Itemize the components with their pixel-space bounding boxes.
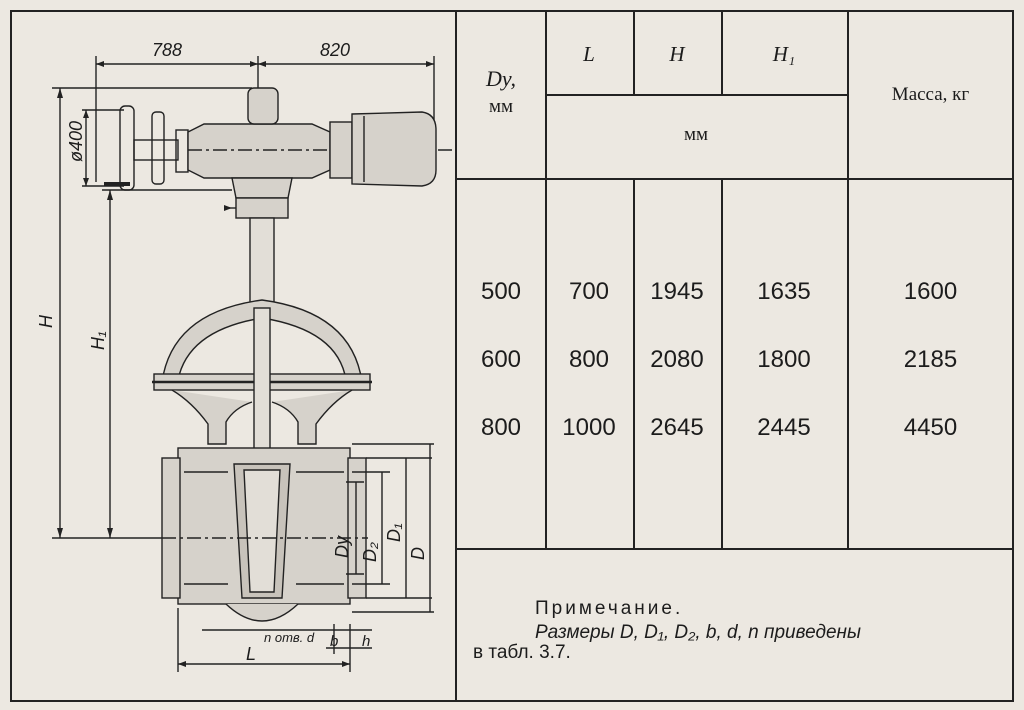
cell-H: 2645	[650, 414, 704, 441]
dim-h-label: h	[362, 633, 370, 650]
col-line-3a	[721, 12, 723, 94]
right-end-flange	[347, 457, 367, 599]
gearbox-body	[187, 123, 331, 179]
handwheel-shaft	[133, 139, 179, 161]
row-line-header	[457, 178, 1012, 180]
gearbox-cap	[247, 87, 279, 125]
col-line-1	[545, 12, 547, 550]
col-line-2a	[633, 12, 635, 94]
col-line-3b	[721, 180, 723, 550]
motor-flange	[329, 121, 353, 179]
header-L: L	[583, 42, 595, 66]
dim-H-label: H	[36, 314, 56, 328]
body-bottom	[225, 603, 299, 622]
cell-H1: 1800	[757, 346, 811, 373]
header-mass: Масса, кг	[891, 84, 970, 105]
cell-H: 1945	[650, 278, 704, 305]
header-mm: мм	[683, 124, 709, 145]
note-line-2: в табл. 3.7.	[473, 642, 571, 663]
cell-L: 800	[568, 346, 610, 373]
electric-motor	[351, 111, 437, 187]
dim-L-label: L	[246, 644, 256, 664]
valve-stem	[253, 307, 271, 469]
holes-label: n отв. d	[264, 630, 315, 645]
note-line-1: Размеры D, D₁, D₂, b, d, n приведены	[535, 622, 861, 643]
header-dy: Dу,	[485, 66, 517, 91]
cell-L: 1000	[562, 414, 616, 441]
cell-dy: 500	[480, 278, 522, 305]
cell-dy: 800	[480, 414, 522, 441]
header-H1: H₁	[772, 42, 796, 66]
dim-Dy-label: Dу	[332, 535, 352, 558]
header-H: H	[669, 42, 685, 66]
cell-mass: 1600	[903, 278, 958, 305]
dim-820-label: 820	[320, 40, 350, 60]
page-frame	[10, 10, 1014, 702]
header-dy-unit: мм	[488, 96, 514, 117]
row-line-bottom	[457, 548, 1012, 550]
dim-d400-label: ø400	[66, 121, 86, 162]
valve-drawing: 788 820 ø400 H H₁ Dу D₂ D₁ D L b h n отв…	[12, 12, 456, 700]
handwheel	[119, 105, 135, 191]
left-end-flange	[161, 457, 181, 599]
column-divider	[455, 12, 457, 700]
col-line-4	[847, 12, 849, 550]
cell-H1: 2445	[757, 414, 811, 441]
cell-H1: 1635	[757, 278, 811, 305]
dim-H1-label: H₁	[88, 331, 108, 350]
cell-dy: 600	[480, 346, 522, 373]
dim-D1-label: D₁	[384, 523, 404, 542]
dim-788-label: 788	[152, 40, 182, 60]
stem-column	[249, 217, 275, 309]
dim-b-label: b	[330, 633, 338, 650]
row-line-sub	[545, 94, 847, 96]
cell-H: 2080	[650, 346, 704, 373]
handwheel-rim	[151, 111, 165, 185]
cell-mass: 4450	[903, 414, 958, 441]
note-title: Примечание.	[535, 598, 684, 619]
valve-drawing-svg: 788 820 ø400 H H₁ Dу D₂ D₁ D L b h n отв…	[36, 40, 452, 672]
dim-D2-label: D₂	[360, 542, 380, 562]
cell-mass: 2185	[903, 346, 958, 373]
specs-table: Dу, мм L H H₁ мм Масса, кг 500 700 1945 …	[457, 12, 1012, 700]
cell-L: 700	[568, 278, 610, 305]
dim-D-label: D	[408, 547, 428, 560]
col-line-2b	[633, 180, 635, 550]
